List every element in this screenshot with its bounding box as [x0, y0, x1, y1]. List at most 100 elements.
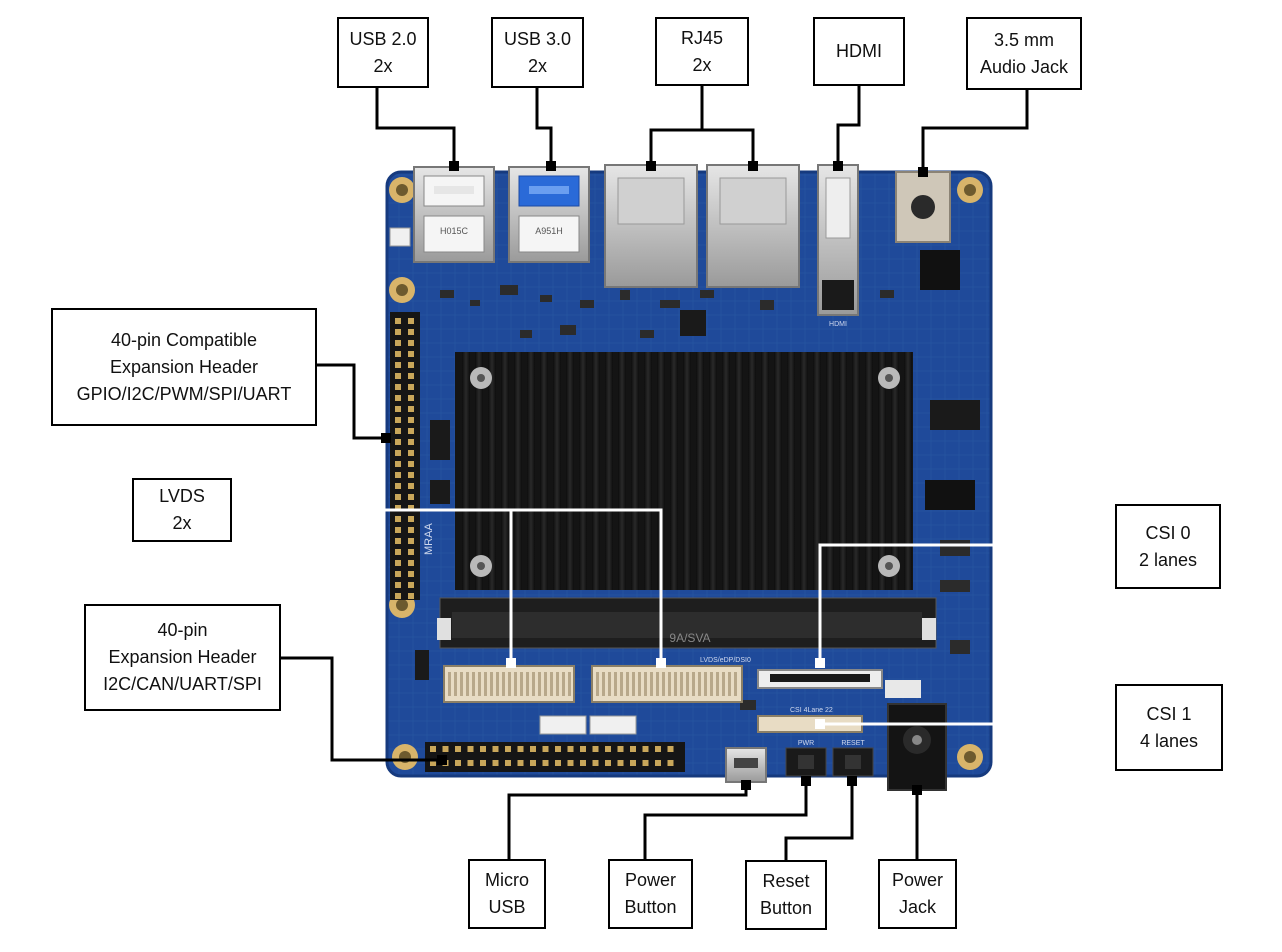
connector-tooth [538, 672, 541, 696]
hdmi-port: HDMI [817, 164, 859, 328]
connector-tooth [626, 672, 629, 696]
label-micro-usb-text: Micro USB [485, 870, 529, 917]
connector-tooth [596, 672, 599, 696]
header-pin [408, 439, 414, 445]
expansion-header-bottom [425, 742, 685, 772]
header-pin [555, 746, 561, 752]
header-pin [395, 373, 401, 379]
header-pin [408, 527, 414, 533]
header-pin [395, 406, 401, 412]
hdmi-silkscreen: HDMI [829, 321, 847, 328]
header-pin [480, 746, 486, 752]
header-pin [555, 760, 561, 766]
connector-tooth [662, 672, 665, 696]
header-pin [395, 340, 401, 346]
connector-tooth [508, 672, 511, 696]
connector-tooth [556, 672, 559, 696]
header-pin [408, 395, 414, 401]
header-pin [395, 560, 401, 566]
header-pin [642, 746, 649, 752]
gpio-header-left [390, 312, 420, 600]
header-pin [395, 461, 401, 467]
label-rj45-text: RJ45 2x [680, 27, 724, 75]
header-pin [395, 362, 401, 368]
heatsink-marking: 9A/SVA [669, 631, 710, 645]
header-pin [395, 505, 401, 511]
heatsink-fin [592, 352, 600, 590]
header-pin [408, 494, 414, 500]
header-pin [395, 428, 401, 434]
header-pin [408, 571, 414, 577]
heatsink-fin [904, 352, 912, 590]
header-pin [430, 746, 436, 752]
header-pin [617, 760, 624, 766]
heatsink-fin [683, 352, 691, 590]
label-csi1: CSI 1 4 lanes [1115, 684, 1223, 771]
header-pin [395, 395, 401, 401]
header-pin [408, 483, 414, 489]
connector-tooth [472, 672, 475, 696]
header-pin [408, 549, 414, 555]
usb2-marking: H015C [440, 226, 469, 236]
header-pin [642, 760, 649, 766]
header-pin [542, 746, 549, 752]
label-usb3-text: USB 3.0 2x [503, 28, 572, 76]
heatsink-fin [813, 352, 821, 590]
connector-tooth [620, 672, 623, 696]
heatsink-fin [826, 352, 834, 590]
connector-tooth [716, 672, 719, 696]
label-power-button: Power Button [608, 859, 693, 929]
label-usb2: USB 2.0 2x [337, 17, 429, 88]
heatsink-fin [644, 352, 652, 590]
header-pin [395, 593, 401, 599]
heatsink-fin [540, 352, 548, 590]
csi-connectors: CSI 4Lane 22 [757, 669, 883, 733]
white-leader-lines [232, 508, 1115, 726]
connector-tooth [544, 672, 547, 696]
header-pin [617, 746, 624, 752]
header-pin [395, 472, 401, 478]
header-pin [408, 582, 414, 588]
connector-tooth [608, 672, 611, 696]
lvds-silkscreen: LVDS/eDP/DSI0 [700, 657, 751, 664]
connector-tooth [562, 672, 565, 696]
label-micro-usb: Micro USB [468, 859, 546, 929]
header-pin [408, 351, 414, 357]
header-pin [530, 760, 536, 766]
heatsink-fin [618, 352, 626, 590]
header-pin [567, 760, 574, 766]
lvds-connectors: LVDS/eDP/DSI0 [443, 657, 751, 703]
white-leader-markers [506, 658, 825, 729]
header-pin [395, 516, 401, 522]
header-pin [430, 760, 436, 766]
connector-tooth [734, 672, 737, 696]
connector-tooth [454, 672, 457, 696]
heatsink-fin [605, 352, 613, 590]
header-pin [408, 406, 414, 412]
header-pin [667, 746, 674, 752]
connector-tooth [466, 672, 469, 696]
label-40pin-expansion: 40-pin Expansion Header I2C/CAN/UART/SPI [84, 604, 281, 711]
header-pin [630, 760, 636, 766]
header-pin [408, 472, 414, 478]
label-reset-button: Reset Button [745, 860, 827, 930]
connector-tooth [692, 672, 695, 696]
label-hdmi: HDMI [813, 17, 905, 86]
reset-silkscreen: RESET [841, 740, 865, 747]
connector-tooth [650, 672, 653, 696]
micro-usb-port [725, 747, 767, 783]
usb3-port: A951H [508, 166, 590, 263]
connector-tooth [520, 672, 523, 696]
connector-tooth [614, 672, 617, 696]
small-connectors [389, 227, 637, 735]
label-40pin-expansion-text: 40-pin Expansion Header I2C/CAN/UART/SPI [103, 620, 262, 694]
label-audio-jack: 3.5 mm Audio Jack [966, 17, 1082, 90]
connector-tooth [478, 672, 481, 696]
header-pin [592, 760, 599, 766]
header-pin [408, 362, 414, 368]
connector-tooth [704, 672, 707, 696]
header-pin [605, 760, 611, 766]
heatsink-fin [488, 352, 496, 590]
heatsink-fin [709, 352, 717, 590]
connector-tooth [638, 672, 641, 696]
